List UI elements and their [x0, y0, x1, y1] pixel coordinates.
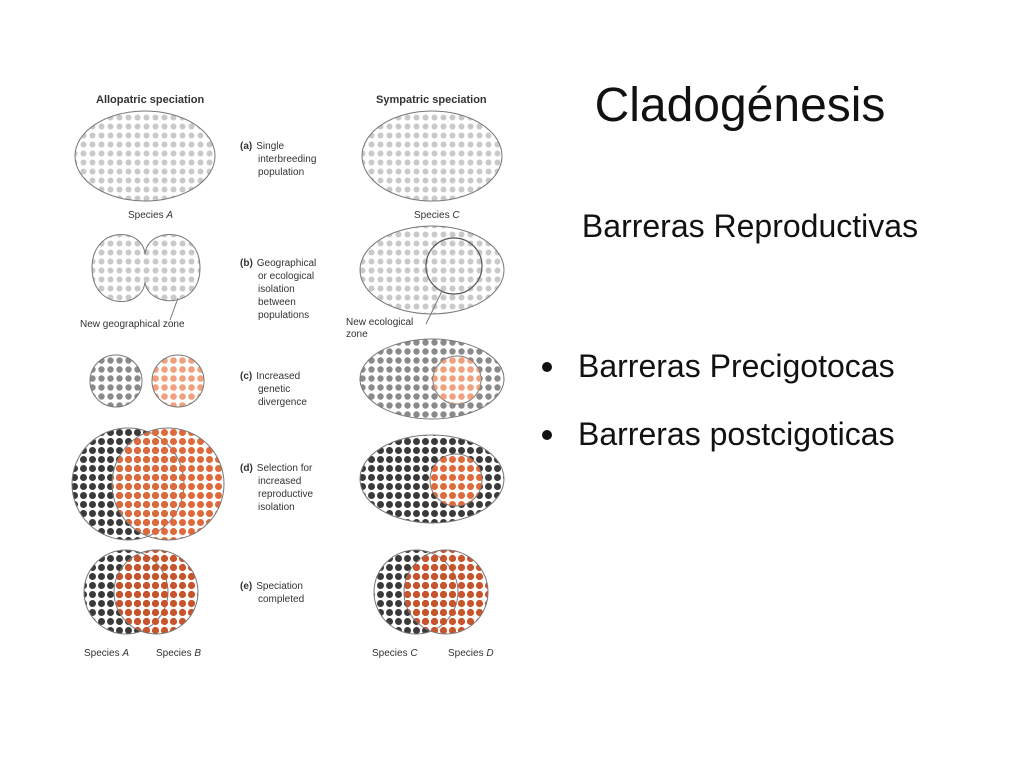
selection-zone-fill: [430, 454, 482, 506]
dumbbell-population-b: [91, 233, 201, 303]
bullet-icon: [542, 430, 552, 440]
step-e-caption: (e)Speciation completed: [240, 581, 306, 605]
step-a-caption: (a)Single interbreeding population: [240, 141, 319, 178]
bottom-species-c-label: Species C: [372, 648, 418, 659]
eco-zone-pointer: [425, 290, 443, 325]
overlap-circle-orange: [111, 427, 225, 541]
bullet-icon: [542, 362, 552, 372]
population-circle-gray: [89, 354, 143, 408]
species-c-label: Species C: [414, 210, 460, 221]
step-b-caption: (b)Geographical or ecological isolation …: [240, 258, 319, 321]
population-circle-orange: [151, 354, 205, 408]
heading-allopatric: Allopatric speciation: [96, 94, 204, 106]
species-d-circle: [403, 549, 489, 635]
speciation-diagram: Allopatric speciation Sympatric speciati…: [70, 86, 510, 666]
bottom-species-b-label: Species B: [156, 648, 201, 659]
bullet-text: Barreras Precigotocas: [578, 348, 895, 384]
species-a-label: Species A: [128, 210, 173, 221]
bottom-species-d-label: Species D: [448, 648, 494, 659]
slide-title: Cladogénesis: [594, 79, 886, 132]
bottom-species-a-label: Species A: [84, 648, 129, 659]
new-geographical-zone-label: New geographical zone: [80, 319, 185, 330]
ecological-zone-circle: [425, 237, 483, 295]
population-ellipse-a-allopatric: [74, 110, 216, 202]
step-c-caption: (c)Increased genetic divergence: [240, 371, 307, 408]
geo-zone-pointer: [169, 297, 179, 321]
population-ellipse-b-sympatric: [359, 225, 505, 315]
slide-subtitle: Barreras Reproductivas: [581, 208, 919, 244]
species-b-circle: [113, 549, 199, 635]
bullet-item-postcigoticas: Barreras postcigoticas: [540, 416, 895, 484]
new-ecological-zone-label: New ecological zone: [346, 317, 416, 340]
bullet-text: Barreras postcigoticas: [578, 416, 895, 452]
population-ellipse-c-sympatric-row: [359, 338, 505, 420]
bullet-list: Barreras Precigotocas Barreras postcigot…: [540, 348, 895, 484]
divergent-zone-fill: [433, 356, 481, 404]
bullet-item-precigoticas: Barreras Precigotocas: [540, 348, 895, 416]
population-ellipse-c-sympatric: [361, 110, 503, 202]
heading-sympatric: Sympatric speciation: [376, 94, 487, 106]
step-d-caption: (d)Selection for increased reproductive …: [240, 463, 316, 513]
